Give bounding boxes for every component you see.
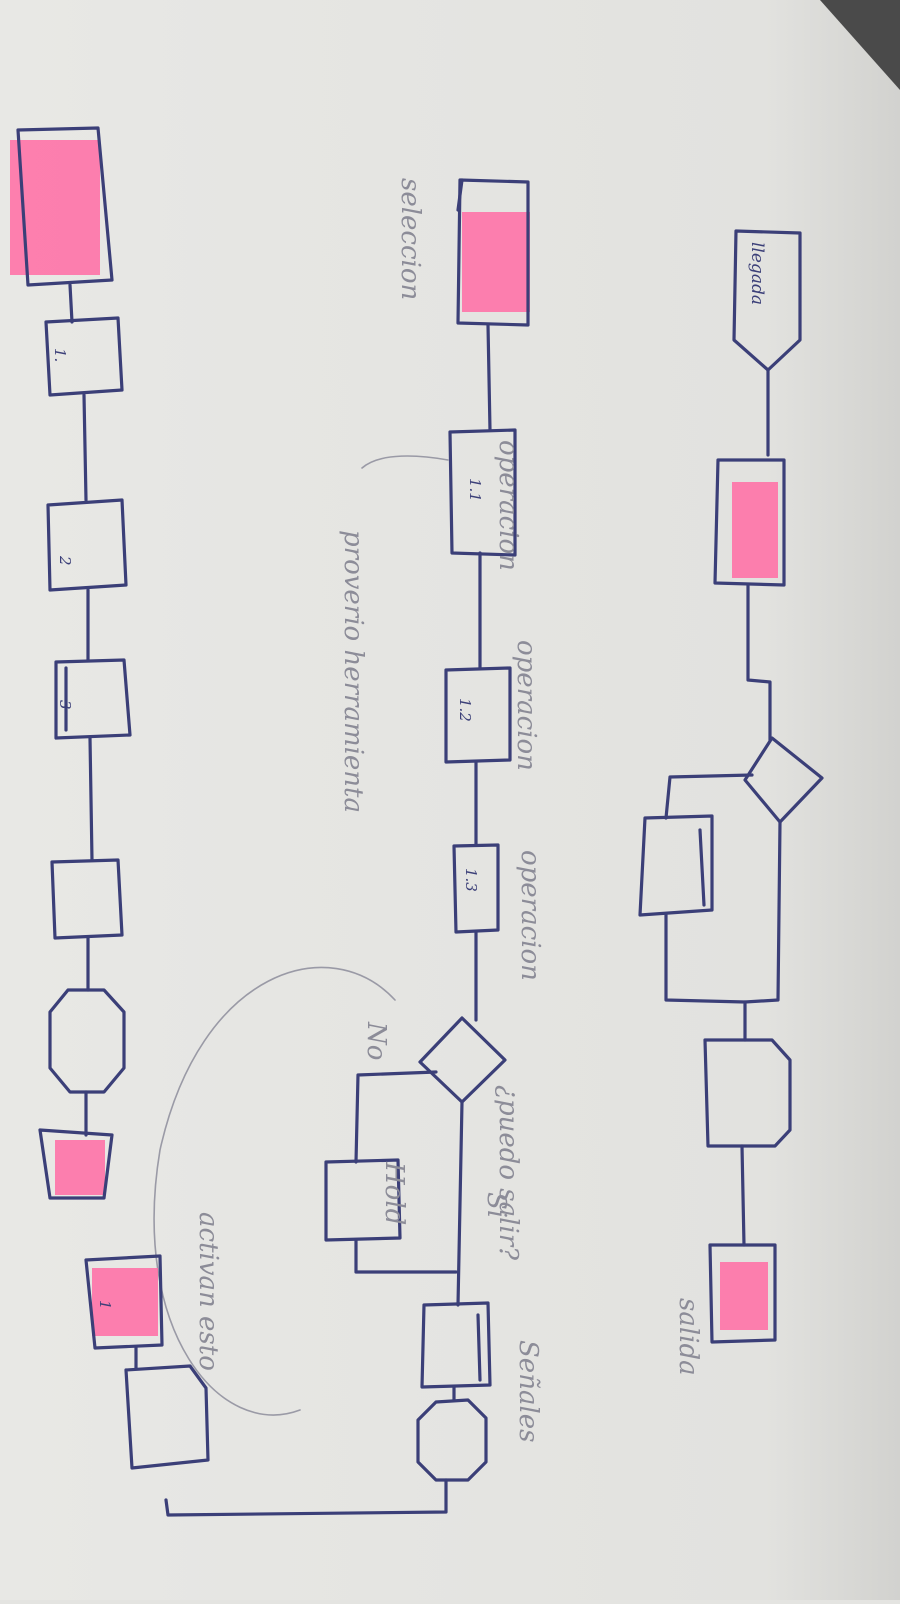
connector xyxy=(88,736,94,862)
salida-end-box: salida xyxy=(673,1243,777,1376)
branch-line xyxy=(664,773,754,820)
pointer-line xyxy=(361,455,449,469)
si-label: Si xyxy=(481,1192,511,1218)
op-1-3-number: 1.3 xyxy=(462,868,480,892)
side-process-box xyxy=(638,814,714,917)
connector xyxy=(740,1144,746,1247)
seleccion-label: seleccion xyxy=(395,178,425,300)
octagon-end-row-2 xyxy=(416,1398,488,1482)
row-2-seleccion-flow: seleccion 1.1 operacion 1.2 operacion 1.… xyxy=(164,178,545,1517)
connector xyxy=(486,323,492,432)
connector xyxy=(82,393,88,502)
step-2-label: 2 xyxy=(56,555,74,566)
llegada-start-shape: llegada xyxy=(732,229,802,372)
highlighted-trapezoid xyxy=(38,1128,114,1200)
highlighted-box-lower: 1 xyxy=(84,1254,164,1350)
proveerio-label: proverio herramienta xyxy=(338,530,368,813)
operation-box-1-1: 1.1 operacion xyxy=(448,428,523,571)
step-3-label: 3 xyxy=(56,700,74,710)
seleccion-start-box: seleccion xyxy=(395,178,530,327)
step-box-1: 1. xyxy=(44,316,124,397)
llegada-label: llegada xyxy=(747,242,767,305)
step-box-3: 3 xyxy=(54,658,132,740)
connector xyxy=(746,583,772,742)
step-box-2: 2 xyxy=(46,498,128,592)
step-box-4 xyxy=(50,858,124,940)
merge-line xyxy=(664,913,747,1042)
activan-arc xyxy=(153,966,396,1416)
chamfered-process-box xyxy=(703,1038,792,1148)
final-chamfered-box xyxy=(124,1364,210,1470)
senales-label: Señales xyxy=(513,1340,543,1443)
step-1-label: 1. xyxy=(51,348,69,362)
si-branch-line xyxy=(456,1100,464,1307)
row-3-start-box xyxy=(10,126,114,287)
op-1-2-number: 1.2 xyxy=(456,698,474,722)
link-to-row-3 xyxy=(164,1478,448,1517)
salida-label: salida xyxy=(673,1298,703,1376)
operacion-1-label: operacion xyxy=(493,440,523,571)
step-x-label: 1 xyxy=(96,1300,114,1310)
corner-shadow xyxy=(820,0,900,90)
hold-return-line xyxy=(354,1238,458,1274)
puedo-salir-label: ¿puedo salir? xyxy=(493,1085,523,1261)
octagon-row-3 xyxy=(48,988,126,1094)
no-branch-line xyxy=(354,1070,438,1164)
op-1-1-number: 1.1 xyxy=(466,478,484,502)
pencil-annotations: proverio herramienta activan esto xyxy=(153,455,449,1416)
activan-esto-label: activan esto xyxy=(193,1212,223,1371)
hold-label: Hold xyxy=(379,1161,409,1225)
operation-box-1-3: 1.3 operacion xyxy=(452,843,545,981)
hold-box: Hold xyxy=(324,1158,409,1242)
connector xyxy=(68,283,74,324)
process-box-after-decision xyxy=(420,1301,492,1389)
operacion-2-label: operacion xyxy=(511,640,541,771)
operation-box-1-2: 1.2 operacion xyxy=(444,640,541,771)
row-3-flow: 1. 2 3 1 xyxy=(10,126,210,1470)
no-label: No xyxy=(361,1021,391,1060)
process-box-highlighted xyxy=(713,458,786,587)
branch-line xyxy=(743,820,782,1004)
row-1-main-flow: llegada salida xyxy=(638,229,824,1376)
operacion-3-label: operacion xyxy=(515,850,545,981)
